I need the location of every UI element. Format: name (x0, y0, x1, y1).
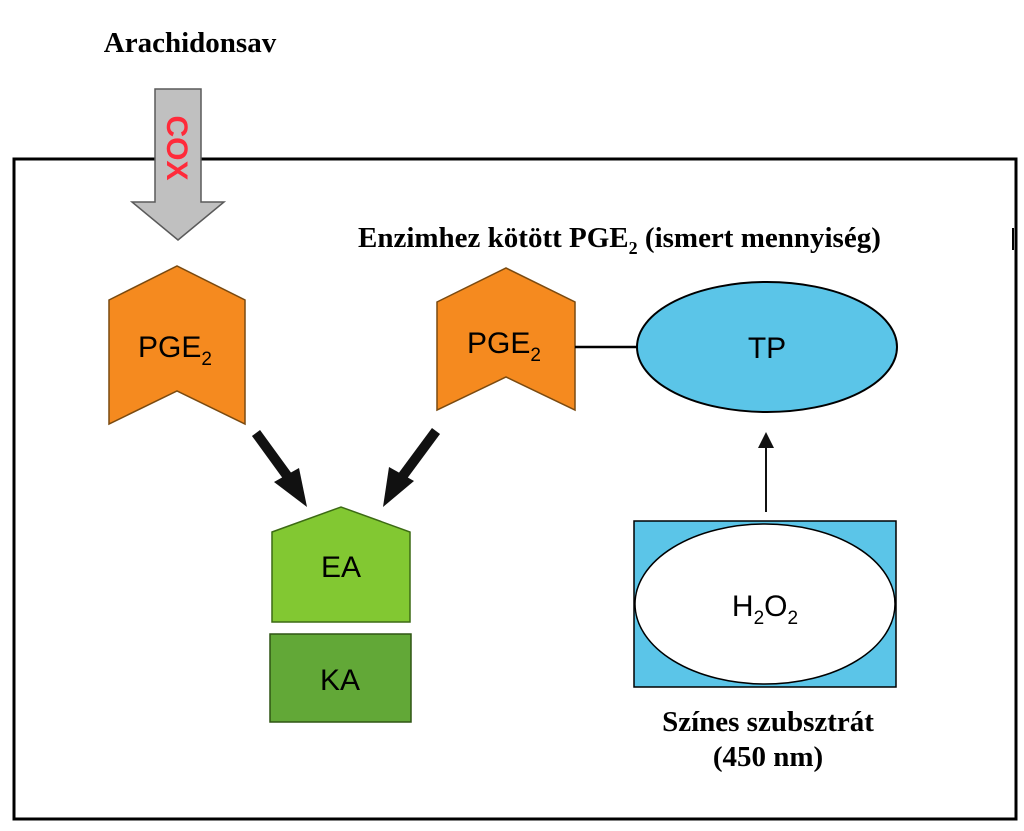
pge2-free-label: PGE2 (138, 331, 212, 370)
ea-label: EA (321, 551, 361, 584)
cox-arrow: COX (129, 88, 227, 241)
tp-node: TP (636, 281, 898, 413)
main-frame (12, 157, 1018, 821)
arrow-pge2-bound-to-ea (383, 428, 441, 507)
ka-label: KA (320, 664, 360, 697)
cox-label: COX (160, 115, 193, 180)
substrate-caption-line1: Színes szubsztrát (662, 706, 874, 738)
substrate-caption-line2: (450 nm) (713, 741, 823, 773)
arrow-pge2-free-to-ea (251, 430, 307, 507)
tp-label: TP (748, 332, 786, 365)
ka-node: KA (269, 633, 412, 723)
pge2-bound-node: PGE2 (436, 267, 576, 412)
pge2-bound-label: PGE2 (467, 327, 541, 366)
ea-node: EA (271, 506, 411, 623)
substrate-box: H2O2 (633, 520, 897, 688)
title-arachidonsav: Arachidonsav (104, 27, 277, 59)
pge2-free-node: PGE2 (108, 265, 246, 426)
h2o2-label: H2O2 (732, 590, 798, 629)
enzyme-bound-label: Enzimhez kötött PGE2 (ismert mennyiség) (358, 222, 881, 258)
label-edge-mark (1012, 228, 1014, 250)
